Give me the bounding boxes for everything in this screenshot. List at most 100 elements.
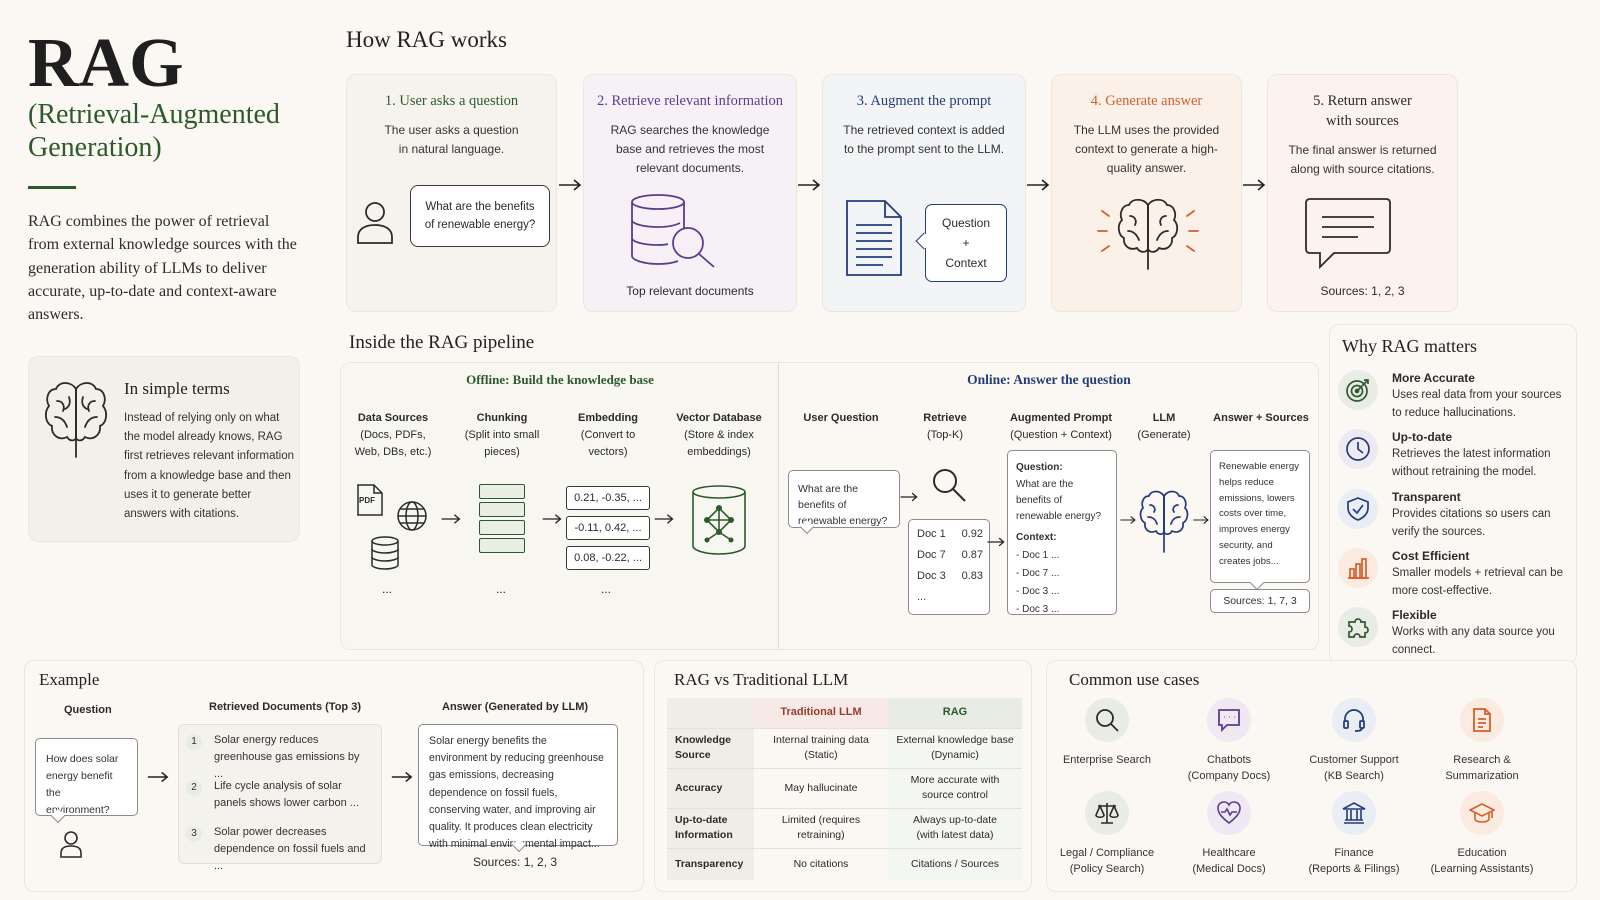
arrow-right-icon [798, 179, 821, 191]
online-title: Online: Answer the question [967, 372, 1131, 387]
step-1-title: 1. User asks a question [384, 93, 519, 109]
message-icon [1305, 198, 1391, 270]
why-item-accurate: More Accurate Uses real data from your s… [1338, 370, 1578, 424]
prompt-context-label: Context: [1016, 532, 1057, 543]
page-subtitle-line2: Generation) [28, 132, 162, 163]
context-label: Context [945, 256, 987, 270]
globe-icon [397, 501, 427, 531]
user-icon [357, 202, 393, 244]
offline-panel [341, 363, 779, 649]
step-1-question-bubble: What are the benefits of renewable energ… [410, 185, 550, 247]
comparison-row: Accuracy May hallucinate More accurate w… [667, 768, 1022, 809]
step-4-desc: The LLM uses the provided context to gen… [1073, 123, 1220, 175]
step-2-caption: Top relevant documents [626, 284, 754, 298]
offline-col-data-sources: Data Sources(Docs, PDFs, Web, DBs, etc.) [354, 412, 432, 458]
example-docs-head: Retrieved Documents (Top 3) [209, 701, 361, 713]
answer-sources: Sources: 1, 7, 3 [1210, 589, 1310, 613]
database-search-icon [631, 194, 715, 268]
comparison-row: Transparency No citations Citations / So… [667, 848, 1022, 880]
chunk-stack [479, 484, 525, 553]
why-title: Flexible [1392, 608, 1437, 622]
why-title: Cost Efficient [1392, 549, 1470, 563]
step-5-sources: Sources: 1, 2, 3 [1320, 284, 1405, 298]
why-desc: Smaller models + retrieval can be more c… [1392, 567, 1563, 597]
why-title: Up-to-date [1392, 430, 1452, 444]
prompt-question: What are the benefits of renewable energ… [1016, 479, 1102, 522]
brain-icon [45, 382, 107, 458]
why-desc: Retrieves the latest information without… [1392, 448, 1551, 478]
why-desc: Works with any data source you connect. [1392, 626, 1555, 656]
arrow-right-icon [1120, 516, 1136, 524]
user-icon [60, 831, 82, 858]
question-label: Question [941, 216, 991, 230]
use-case-research: Research &Summarization [1412, 698, 1552, 784]
arrow-right-icon [1243, 179, 1266, 191]
page-subtitle-line1: (Retrieval-Augmented [28, 99, 280, 130]
vector-box: 0.21, -0.35, ... [566, 486, 650, 510]
why-item-up-to-date: Up-to-date Retrieves the latest informat… [1338, 429, 1578, 483]
step-3-card: 3. Augment the prompt The retrieved cont… [822, 74, 1026, 312]
pdf-label: PDF [359, 496, 375, 505]
arrow-right-icon [1027, 179, 1050, 191]
col-rag: RAG [888, 698, 1022, 729]
why-item-cost: Cost Efficient Smaller models + retrieva… [1338, 548, 1578, 602]
use-case-chatbots: Chatbots(Company Docs) [1159, 698, 1299, 784]
puzzle-icon [1338, 607, 1378, 647]
database-icon [371, 536, 399, 570]
vector-box: -0.11, 0.42, ... [566, 516, 650, 540]
shield-check-icon [1338, 489, 1378, 529]
why-item-flexible: Flexible Works with any data source you … [1338, 607, 1578, 661]
prompt-question-label: Question: [1016, 462, 1063, 473]
online-col-answer: Answer + Sources [1213, 412, 1309, 424]
example-question-head: Question [64, 704, 112, 716]
augmented-prompt-box: Question: What are the benefits of renew… [1007, 450, 1117, 615]
vector-box: 0.08, -0.22, ... [566, 546, 650, 570]
comparison-header-row: Traditional LLM RAG [667, 698, 1022, 729]
step-5-card: 5. Return answer with sources The final … [1267, 74, 1458, 312]
use-case-customer-support: Customer Support(KB Search) [1284, 698, 1424, 784]
plus-label: + [962, 236, 970, 250]
offline-title: Offline: Build the knowledge base [466, 372, 654, 387]
vector-database-icon [692, 485, 746, 555]
arrow-right-icon [559, 179, 582, 191]
arrow-right-icon [1193, 516, 1209, 524]
step-2-card: 2. Retrieve relevant information RAG sea… [583, 74, 797, 312]
step-4-title: 4. Generate answer [1090, 93, 1203, 109]
offline-col-embedding: Embedding(Convert to vectors) [578, 412, 638, 458]
col-traditional-llm: Traditional LLM [754, 698, 888, 729]
online-col-retrieve: Retrieve(Top-K) [923, 412, 967, 441]
data-sources-ellipsis: ... [382, 582, 393, 596]
step-2-title: 2. Retrieve relevant information [596, 93, 783, 109]
example-docs-box [178, 724, 382, 864]
simple-terms-text: Instead of relying only on what the mode… [124, 412, 295, 521]
arrow-right-icon [147, 771, 169, 783]
example-heading: Example [39, 670, 100, 689]
why-desc: Uses real data from your sources to redu… [1392, 389, 1562, 419]
arrow-right-icon [391, 771, 413, 783]
why-title: Transparent [1392, 490, 1461, 504]
retrieve-more: ... [917, 591, 927, 603]
why-title: More Accurate [1392, 371, 1475, 385]
offline-col-vector-db: Vector Database(Store & index embeddings… [676, 412, 762, 458]
search-icon [933, 469, 966, 502]
step-2-desc: RAG searches the knowledge base and retr… [610, 123, 770, 175]
how-rag-works-heading: How RAG works [346, 27, 507, 52]
question-context-box [925, 204, 1007, 282]
page-title: RAG [28, 25, 184, 102]
llm-brain-icon [1139, 490, 1189, 553]
prompt-context-item: - Doc 3 ... [1016, 586, 1060, 597]
document-icon [846, 200, 902, 276]
use-case-enterprise-search: Enterprise Search [1037, 698, 1177, 768]
embedding-ellipsis: ... [601, 582, 612, 596]
chunking-ellipsis: ... [496, 582, 507, 596]
step-3-title: 3. Augment the prompt [856, 93, 992, 109]
step-1-desc: The user asks a question in natural lang… [384, 123, 519, 156]
scales-icon [1085, 791, 1129, 835]
step-4-card: 4. Generate answer The LLM uses the prov… [1051, 74, 1242, 312]
step-3-desc: The retrieved context is added to the pr… [843, 123, 1005, 156]
